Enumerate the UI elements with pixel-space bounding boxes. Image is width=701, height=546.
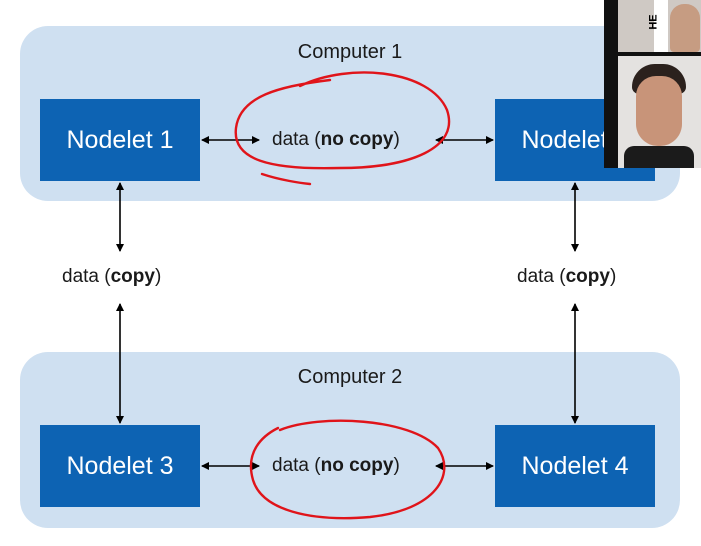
nodelet-4: Nodelet 4 <box>495 425 655 507</box>
computer-1-title: Computer 1 <box>297 41 403 63</box>
webcam-tile-1: HE <box>618 0 701 52</box>
webcam-person-2-shirt <box>624 146 694 168</box>
data-no-copy-label-top: data (no copy) <box>272 129 400 150</box>
webcam-person-1 <box>670 4 700 52</box>
annotation-circle-bottom <box>249 419 446 520</box>
annotation-circle-top <box>234 71 451 186</box>
computer-2-title: Computer 2 <box>297 366 403 388</box>
nodelet-3: Nodelet 3 <box>40 425 200 507</box>
webcam-tile-2 <box>618 56 701 168</box>
data-copy-label-left: data (copy) <box>62 266 162 287</box>
webcam-badge-text: HE <box>647 14 660 30</box>
data-no-copy-label-bottom: data (no copy) <box>272 455 400 476</box>
webcam-badge: HE <box>648 0 668 52</box>
webcam-person-2-face <box>636 76 682 146</box>
webcam-overlay: HE <box>604 0 701 168</box>
data-copy-label-right: data (copy) <box>517 266 617 287</box>
nodelet-1: Nodelet 1 <box>40 99 200 181</box>
